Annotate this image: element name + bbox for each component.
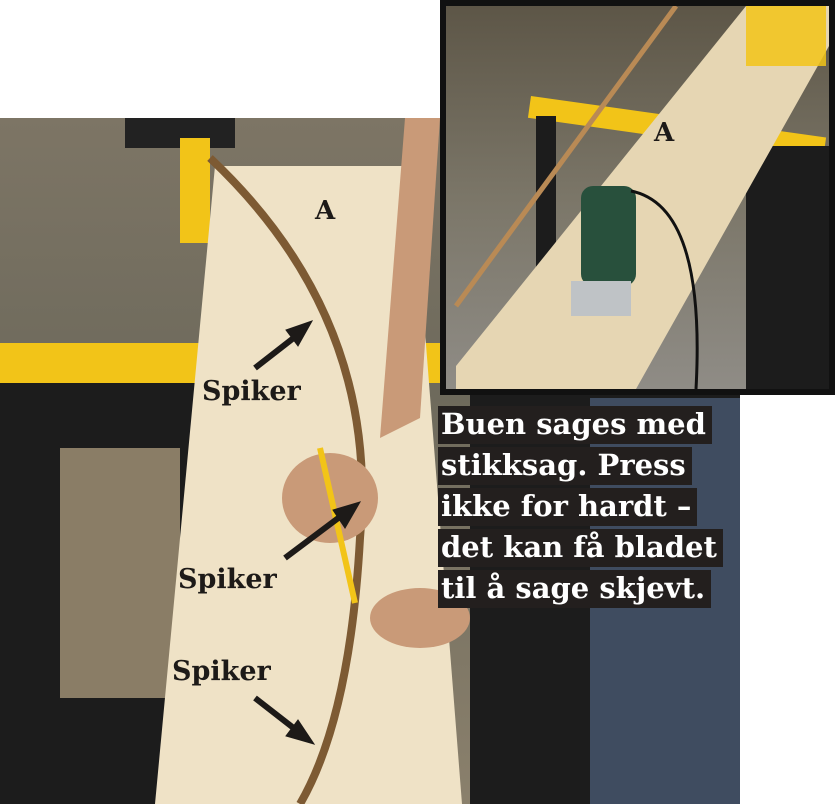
spiker-label: Spiker xyxy=(202,376,301,407)
spiker-label: Spiker xyxy=(178,564,277,595)
inset-photo: A xyxy=(440,0,835,395)
caption: Buen sages med stikksag. Press ikke for … xyxy=(438,406,723,611)
inset-scene xyxy=(453,6,829,389)
jigsaw xyxy=(581,186,636,286)
caption-line: ikke for hardt – xyxy=(438,488,698,526)
caption-line: til å sage skjevt. xyxy=(438,570,712,608)
marker-a: A xyxy=(315,196,336,226)
caption-line: stikksag. Press xyxy=(438,447,692,485)
wood-plank xyxy=(456,6,829,389)
clamps xyxy=(746,6,826,66)
marker-a: A xyxy=(654,118,675,148)
caption-line: Buen sages med xyxy=(438,406,712,444)
spiker-label: Spiker xyxy=(172,656,271,687)
arm xyxy=(380,118,440,438)
caption-line: det kan få bladet xyxy=(438,529,723,567)
